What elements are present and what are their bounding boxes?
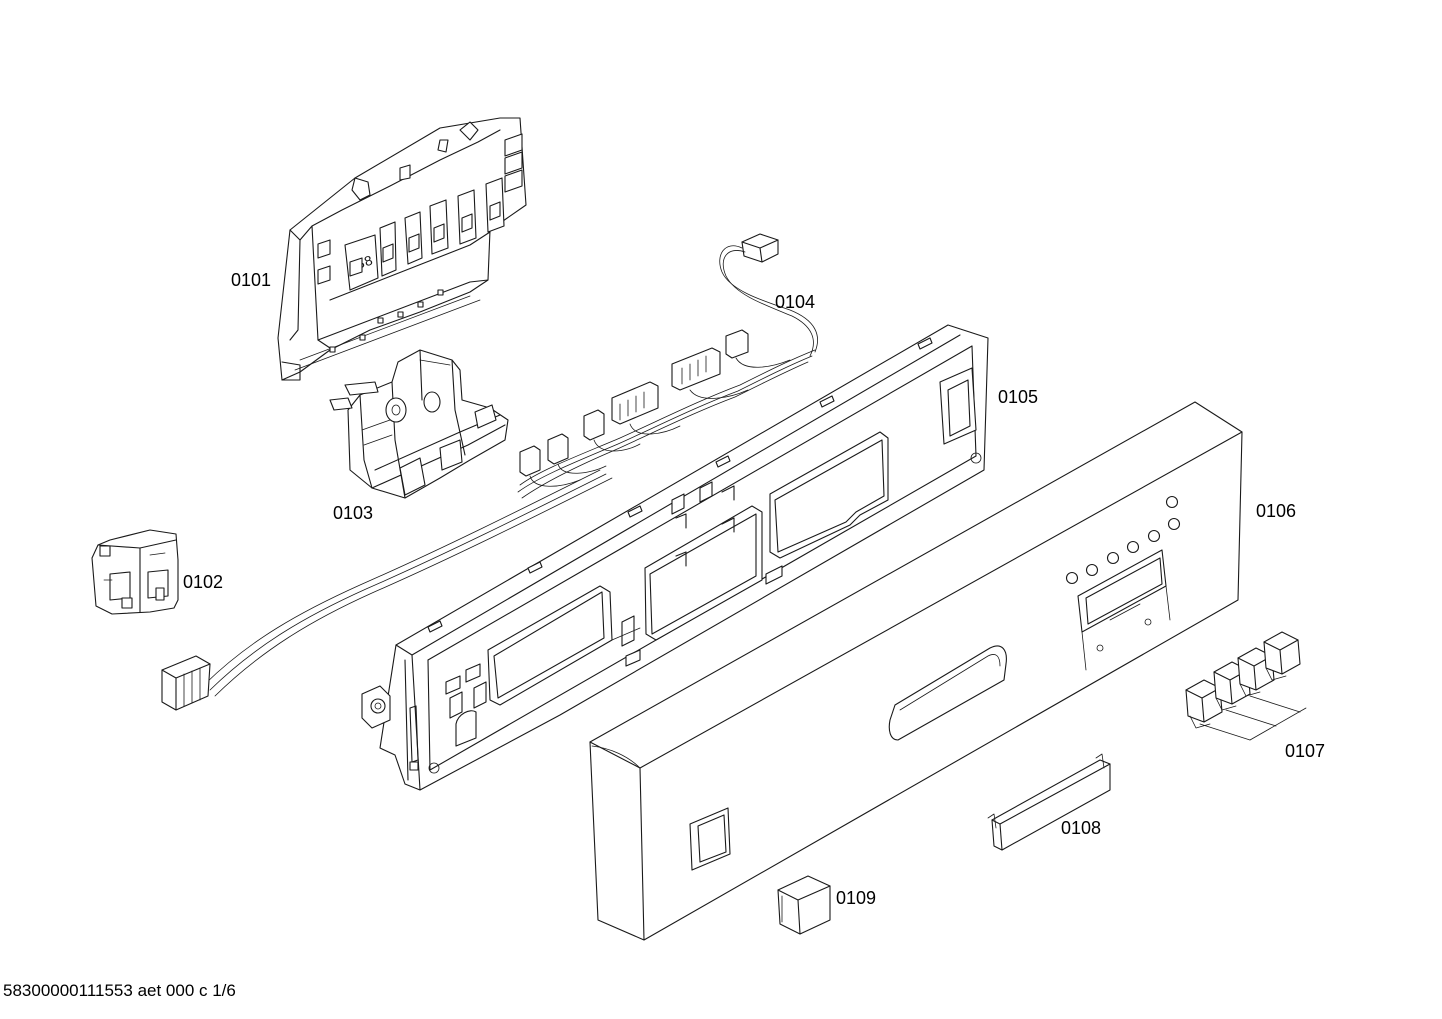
label-0105: 0105 bbox=[998, 387, 1039, 407]
part-0101-electronic-module: 88 bbox=[277, 117, 527, 381]
label-0101: 0101 bbox=[231, 270, 272, 290]
label-0102: 0102 bbox=[183, 572, 224, 592]
label-0108: 0108 bbox=[1061, 818, 1102, 838]
label-0103: 0103 bbox=[333, 503, 374, 523]
part-0108-strip bbox=[987, 753, 1111, 851]
drawing-reference: 58300000111553 aet 000 c 1/6 bbox=[3, 981, 236, 1000]
part-0106-front-panel bbox=[589, 401, 1243, 941]
part-0109-cap bbox=[777, 875, 831, 935]
label-0107: 0107 bbox=[1285, 741, 1326, 761]
part-0107-buttons bbox=[1185, 631, 1307, 741]
part-0104-cable-harness bbox=[161, 233, 818, 711]
part-0103-actuator bbox=[329, 349, 509, 499]
label-0104: 0104 bbox=[775, 292, 816, 312]
label-0109: 0109 bbox=[836, 888, 877, 908]
part-0105-frame bbox=[361, 324, 989, 791]
part-0102-switch bbox=[91, 529, 179, 615]
label-0106: 0106 bbox=[1256, 501, 1297, 521]
